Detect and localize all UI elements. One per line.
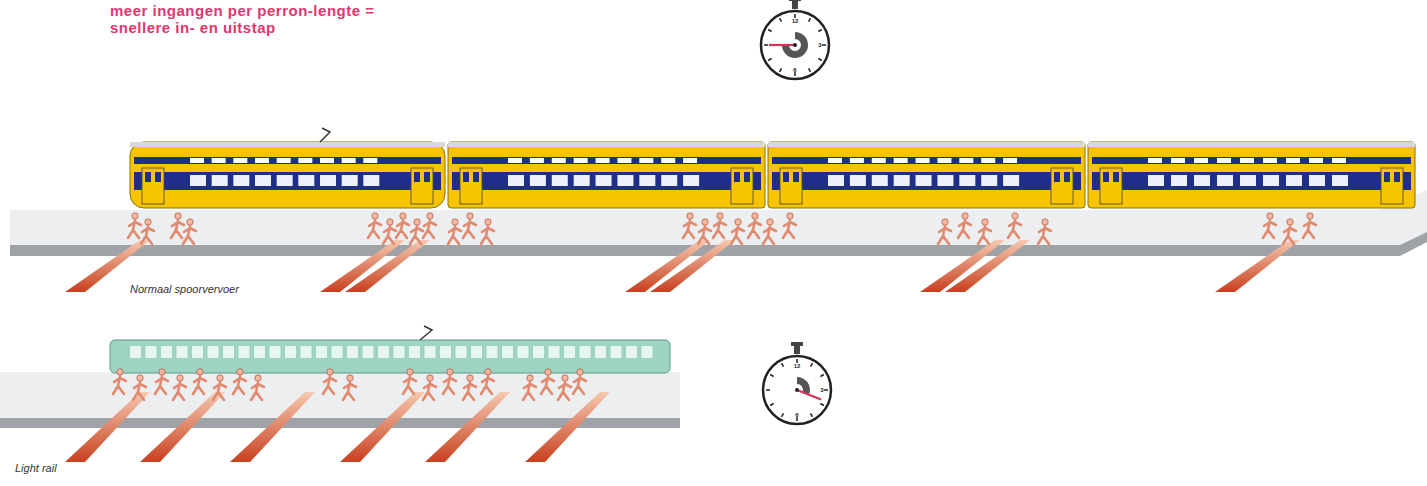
train-carriage: [1088, 142, 1415, 208]
caption-label: Normaal spoorvervoer: [130, 283, 239, 295]
clock-number: 12: [792, 18, 799, 24]
caption-label: Light rail: [15, 462, 57, 474]
clock-number: 6: [795, 412, 798, 418]
clock: [761, 0, 831, 424]
heading: meer ingangen per perron-lengte = snelle…: [110, 2, 410, 36]
clock-number: 6: [793, 67, 796, 73]
platform: [0, 372, 680, 418]
passenger-flow: [65, 240, 1300, 462]
clock-number: 3: [820, 387, 823, 393]
clock-number: 3: [818, 42, 821, 48]
train-carriage: [130, 142, 445, 208]
train: [130, 128, 1415, 208]
passengers: [113, 213, 1316, 400]
train-carriage: [768, 142, 1085, 208]
tram: [110, 326, 670, 373]
clock-number: 12: [794, 363, 801, 369]
train-carriage: [448, 142, 765, 208]
